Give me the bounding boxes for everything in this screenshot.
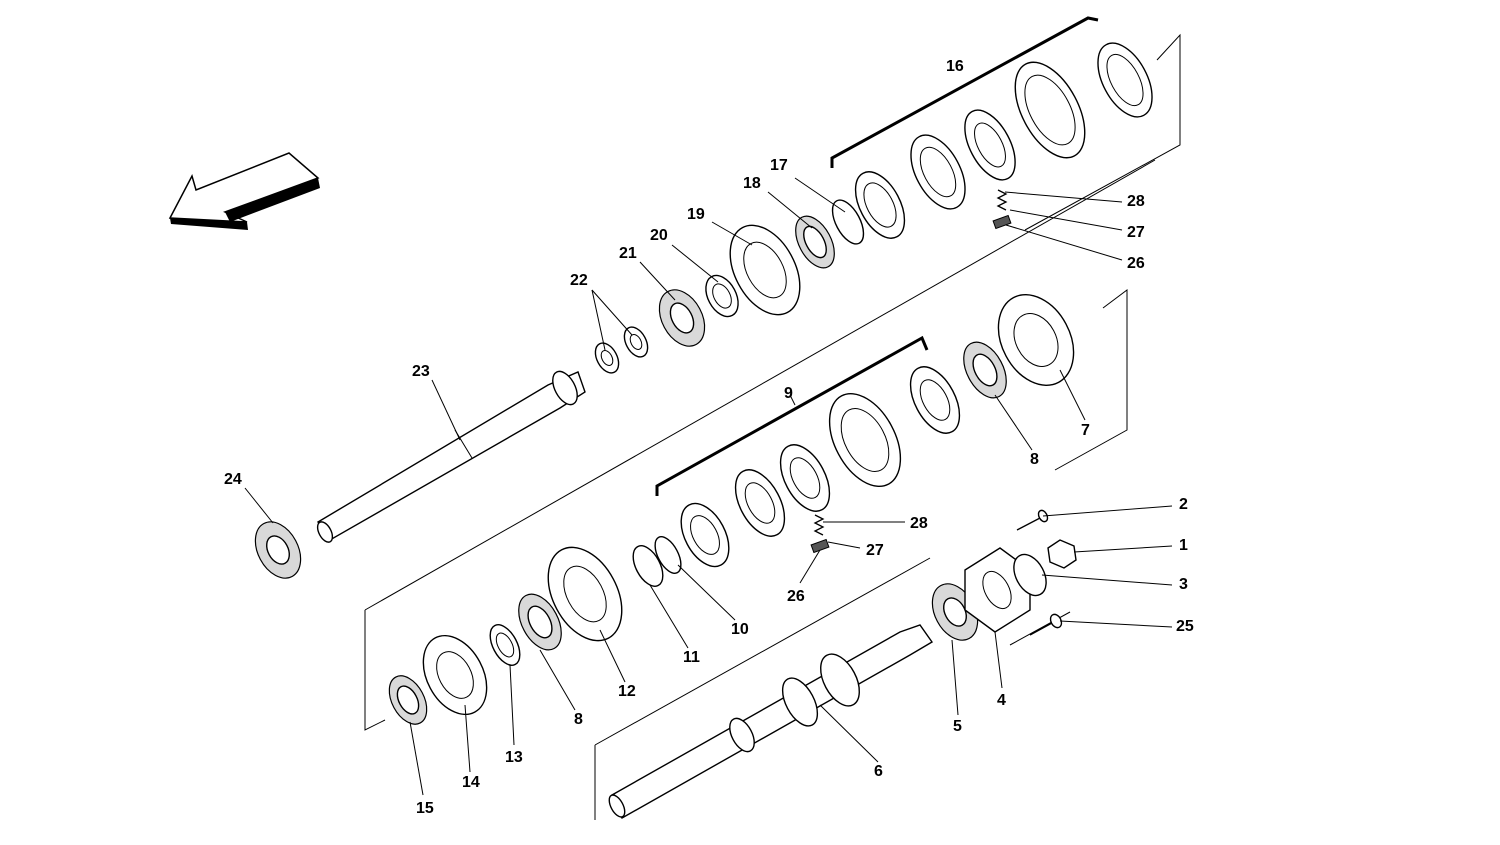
- callout-label-13: 13: [505, 749, 523, 766]
- callout-label-15: 15: [416, 800, 434, 817]
- callout-label-26-upper: 26: [1127, 255, 1145, 272]
- callout-label-18: 18: [743, 175, 761, 192]
- callout-label-4: 4: [997, 692, 1006, 709]
- layshaft-23: [316, 370, 586, 543]
- callout-label-27-lower: 27: [866, 542, 884, 559]
- callout-label-3: 3: [1179, 576, 1188, 593]
- callout-label-27-upper: 27: [1127, 224, 1145, 241]
- callout-label-12: 12: [618, 683, 636, 700]
- callout-label-25: 25: [1176, 618, 1194, 635]
- bearing-24: [254, 521, 302, 579]
- middle-assembly-frame: [364, 159, 1156, 731]
- callout-label-1: 1: [1179, 537, 1188, 554]
- callout-label-16: 16: [946, 58, 964, 75]
- output-parts: [931, 509, 1077, 641]
- upper-shaft-parts: [594, 42, 1153, 374]
- callout-label-14: 14: [462, 774, 480, 791]
- callout-label-9: 9: [784, 385, 793, 402]
- middle-shaft-parts: [388, 294, 1075, 725]
- bracket-9: [655, 335, 929, 496]
- bracket-16: [830, 16, 1099, 168]
- mainshaft-6: [608, 624, 934, 819]
- callout-label-11: 11: [683, 649, 700, 666]
- callout-label-28-lower: 28: [910, 515, 928, 532]
- direction-arrow-icon: [168, 152, 320, 230]
- callout-label-8-upper: 8: [1030, 451, 1039, 468]
- callout-label-10: 10: [731, 621, 749, 638]
- callout-label-7: 7: [1081, 422, 1090, 439]
- callout-label-21: 21: [619, 245, 637, 262]
- callout-label-28-upper: 28: [1127, 193, 1145, 210]
- callout-label-6: 6: [874, 763, 883, 780]
- callout-label-23: 23: [412, 363, 430, 380]
- callout-label-24: 24: [224, 471, 242, 488]
- callout-label-26-lower: 26: [787, 588, 805, 605]
- callout-label-19: 19: [687, 206, 705, 223]
- callout-label-8-lower: 8: [574, 711, 583, 728]
- callout-label-5: 5: [953, 718, 962, 735]
- callout-label-20: 20: [650, 227, 668, 244]
- callout-1-label-2: 2: [1179, 496, 1188, 513]
- callout-label-22: 22: [570, 272, 588, 289]
- leader-lines: [244, 177, 1173, 796]
- upper-assembly-frame: [1024, 33, 1181, 231]
- callout-label-17: 17: [770, 157, 788, 174]
